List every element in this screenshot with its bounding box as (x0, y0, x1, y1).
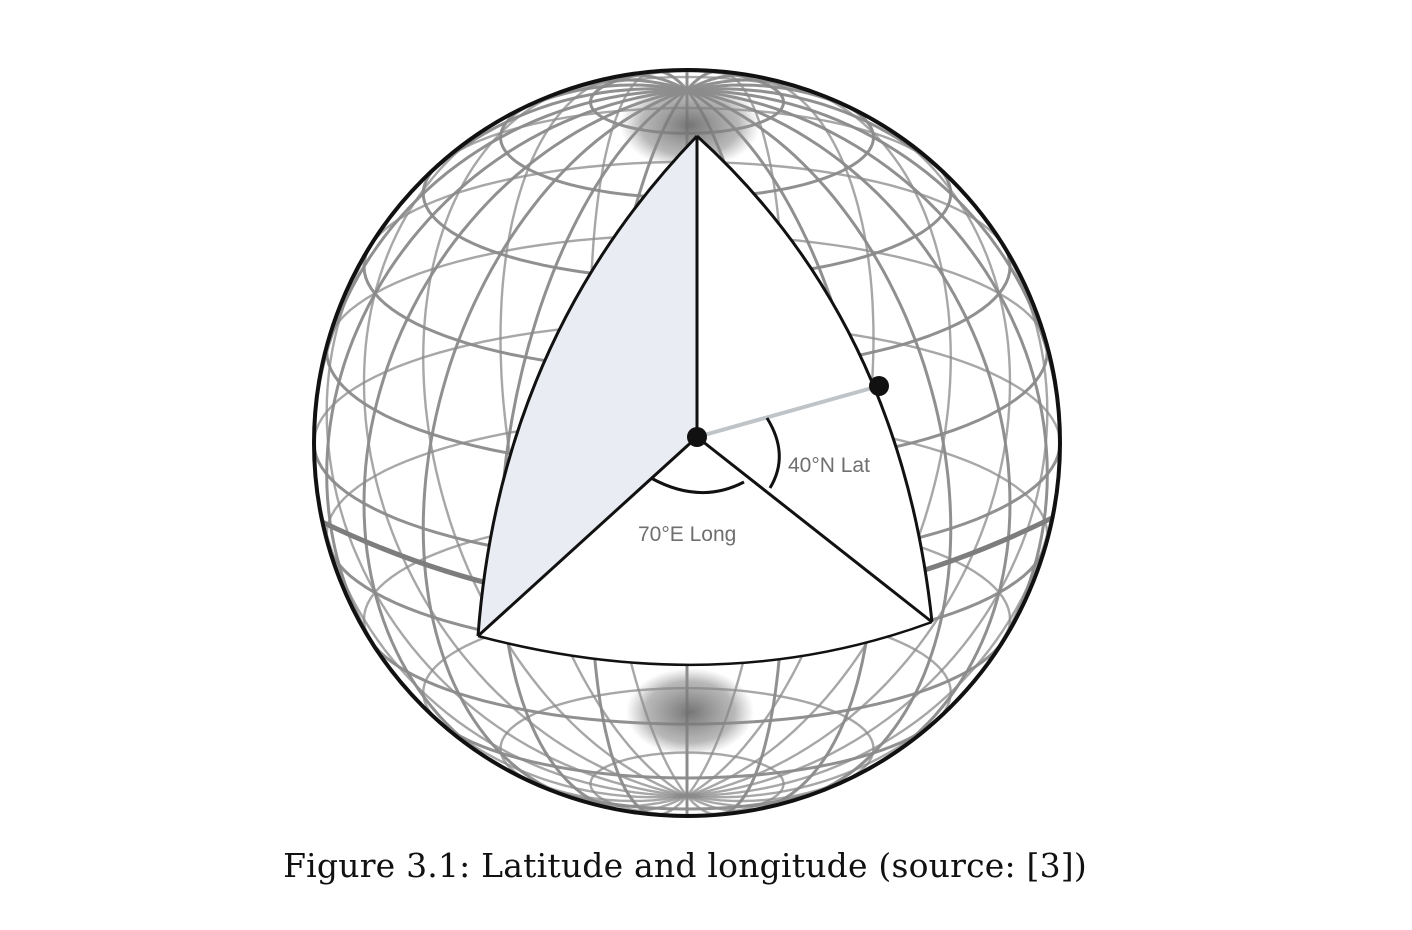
sphere-outline (312, 68, 1062, 818)
grid-line (369, 640, 688, 726)
grid-line (686, 115, 1012, 798)
grid-line (686, 88, 953, 800)
longitude-label: 70°E Long (638, 523, 736, 546)
meridian-face-shaded (478, 136, 697, 636)
earth-center-point (687, 427, 707, 447)
meridian-face-white (697, 136, 932, 622)
equatorial-cut-face (478, 437, 932, 665)
grid-line (499, 74, 688, 797)
grid-line (439, 721, 688, 780)
longitude-angle-arc (650, 476, 745, 495)
grid-line (421, 88, 688, 800)
grid-line (686, 635, 1008, 726)
south-pole-shade (626, 668, 754, 756)
wedge-outline (476, 134, 934, 667)
grid-line (686, 200, 1049, 798)
grid-line (686, 717, 939, 780)
grid-line (498, 100, 687, 200)
location-point (869, 376, 889, 396)
figure-caption: Figure 3.1: Latitude and longitude (sour… (283, 846, 1087, 885)
latitude-radius (696, 384, 880, 439)
latitude-label: 40°N Lat (788, 454, 870, 477)
north-pole-shade (620, 81, 760, 169)
latitude-angle-arc (765, 417, 781, 489)
